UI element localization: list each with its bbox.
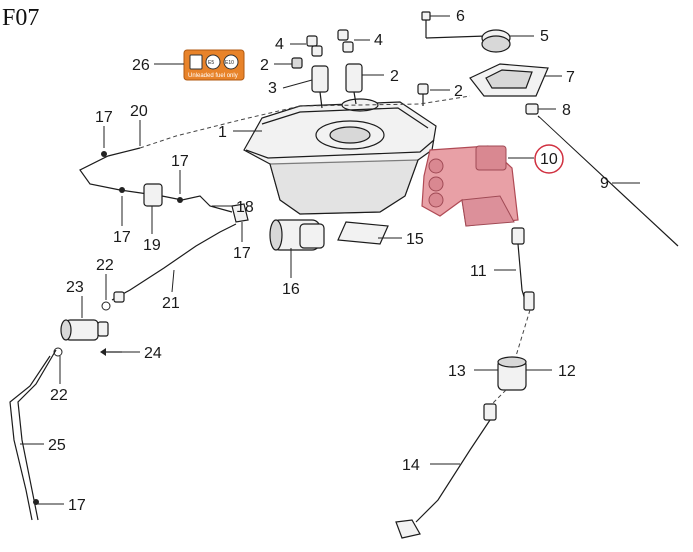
ref-10: 10 xyxy=(540,151,558,168)
ref-3: 3 xyxy=(268,80,277,97)
filler-connector[interactable] xyxy=(525,103,539,115)
ref-26: 26 xyxy=(132,57,150,74)
overflow-hose[interactable] xyxy=(9,349,57,521)
breather-pipe[interactable] xyxy=(537,115,679,247)
ref-20: 20 xyxy=(130,103,148,120)
ref-5: 5 xyxy=(540,28,549,45)
ref-25: 25 xyxy=(48,437,66,454)
ref-1: 1 xyxy=(218,124,227,141)
drain-hose[interactable] xyxy=(111,223,237,303)
ref-23: 23 xyxy=(66,279,84,296)
ref-24: 24 xyxy=(144,345,162,362)
ref-13: 13 xyxy=(448,363,466,380)
check-valve[interactable] xyxy=(53,301,111,357)
ref-18: 18 xyxy=(236,199,254,216)
ref-9: 9 xyxy=(600,175,609,192)
label-e10: E10 xyxy=(225,60,234,66)
ref-17-b: 17 xyxy=(171,153,189,170)
fuel-warning-label: E5 E10 Unleaded fuel only xyxy=(183,49,245,81)
filler-plate[interactable] xyxy=(469,63,549,97)
ref-8: 8 xyxy=(562,102,571,119)
ref-22-bottom: 22 xyxy=(50,387,68,404)
ref-17-e: 17 xyxy=(68,497,86,514)
label-text: Unleaded fuel only xyxy=(188,73,238,79)
leader-lines xyxy=(20,15,640,505)
label-e5: E5 xyxy=(208,60,214,66)
highlight-ring xyxy=(534,144,564,174)
ref-17-a: 17 xyxy=(95,109,113,126)
evap-canister[interactable] xyxy=(269,219,325,251)
fuel-pump-module[interactable] xyxy=(421,145,519,227)
ref-17-c: 17 xyxy=(113,229,131,246)
ref-19: 19 xyxy=(143,237,161,254)
fuel-line-assembly[interactable] xyxy=(395,227,535,539)
fuel-tank[interactable] xyxy=(243,98,437,215)
ref-2-tank: 2 xyxy=(454,83,463,100)
ref-7: 7 xyxy=(566,69,575,86)
ref-16: 16 xyxy=(282,281,300,298)
bolt-assembly-left[interactable] xyxy=(291,35,329,109)
ref-2-right: 2 xyxy=(390,68,399,85)
diagram-title: F07 xyxy=(2,5,39,31)
ref-6: 6 xyxy=(456,8,465,25)
ref-14: 14 xyxy=(402,457,420,474)
fuel-cap[interactable] xyxy=(421,11,511,53)
vent-hose-dashed xyxy=(139,95,471,149)
ref-4-right: 4 xyxy=(374,32,383,49)
ref-21: 21 xyxy=(162,295,180,312)
ref-12: 12 xyxy=(558,363,576,380)
ref-4-left: 4 xyxy=(275,36,284,53)
ref-11: 11 xyxy=(470,263,487,280)
ref-17-d: 17 xyxy=(233,245,251,262)
tank-pad[interactable] xyxy=(337,221,389,245)
bolt-assembly-right[interactable] xyxy=(337,29,363,105)
vent-hose[interactable] xyxy=(79,147,249,223)
ref-2-left: 2 xyxy=(260,57,269,74)
bolt-right-tank[interactable] xyxy=(417,83,429,106)
ref-15: 15 xyxy=(406,231,424,248)
ref-22-top: 22 xyxy=(96,257,114,274)
screw[interactable] xyxy=(100,348,122,356)
